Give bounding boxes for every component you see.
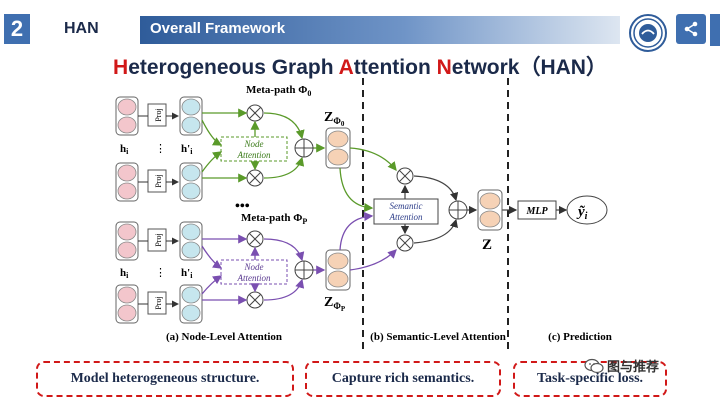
- svg-text:MLP: MLP: [525, 206, 548, 217]
- section-number: 2: [4, 14, 30, 44]
- svg-text:•••: •••: [235, 199, 250, 214]
- node-attention-box-top: [220, 136, 288, 162]
- proj-box: [147, 169, 167, 193]
- side-tab: [710, 14, 720, 46]
- share-icon: [684, 21, 698, 37]
- multiply-op: [396, 167, 414, 185]
- svg-text:Node: Node: [244, 262, 264, 272]
- slide-title: Heterogeneous Graph Attention Network（HA…: [113, 56, 607, 79]
- multiply-op: [246, 291, 264, 309]
- node-hi-top-1: [115, 96, 139, 136]
- header-banner: [140, 16, 620, 44]
- callout-model-structure: Model heterogeneous structure.: [36, 361, 294, 397]
- label-h-i: hi: [120, 143, 129, 156]
- logo-emblem-icon: [629, 14, 667, 52]
- svg-text:⋮: ⋮: [155, 143, 166, 155]
- multiply-op: [246, 104, 264, 122]
- node-hi-bottom-2: [115, 284, 139, 324]
- node-attention-box-bottom: [220, 259, 288, 285]
- svg-text:Proj: Proj: [154, 174, 163, 187]
- label-z-phi0: ZΦ0: [324, 110, 345, 128]
- banner-title: Overall Framework: [150, 20, 286, 37]
- caption-semantic-level: (b) Semantic-Level Attention: [370, 331, 506, 343]
- multiply-op: [246, 169, 264, 187]
- add-op: [448, 200, 468, 220]
- share-button[interactable]: [676, 14, 706, 44]
- svg-text:Proj: Proj: [154, 296, 163, 309]
- node-hi-bottom-1: [115, 221, 139, 261]
- svg-text:Proj: Proj: [154, 108, 163, 121]
- watermark: 图与推荐: [584, 356, 659, 375]
- node-z-phi0: [325, 127, 351, 169]
- node-hprime-bottom-1: [179, 221, 203, 261]
- caption-node-level: (a) Node-Level Attention: [166, 331, 282, 343]
- label-y-i: ỹi: [576, 204, 588, 222]
- multiply-op: [396, 234, 414, 252]
- callout-capture-semantics: Capture rich semantics.: [305, 361, 501, 397]
- svg-text:hi: hi: [120, 267, 129, 280]
- proj-box: [147, 228, 167, 252]
- section-label: HAN: [64, 20, 99, 37]
- node-hprime-bottom-2: [179, 284, 203, 324]
- node-hprime-top-2: [179, 162, 203, 202]
- label-h-prime: h'i: [181, 143, 193, 156]
- svg-text:Node: Node: [244, 139, 264, 149]
- svg-text:Proj: Proj: [154, 233, 163, 246]
- node-hi-top-2: [115, 162, 139, 202]
- caption-prediction: (c) Prediction: [548, 331, 612, 343]
- node-z-phip: [325, 249, 351, 291]
- svg-text:Semantic: Semantic: [390, 201, 423, 211]
- proj-box: [147, 103, 167, 127]
- svg-text:Z: Z: [482, 237, 492, 253]
- multiply-op: [246, 230, 264, 248]
- svg-text:Attention: Attention: [389, 212, 423, 222]
- add-op: [294, 138, 314, 158]
- proj-box: [147, 291, 167, 315]
- add-op: [294, 260, 314, 280]
- metapath-bottom-label: Meta-path ΦP: [241, 212, 307, 226]
- semantic-attention-box: [373, 198, 439, 225]
- output-node: [566, 195, 608, 225]
- watermark-text: 图与推荐: [607, 360, 660, 375]
- mlp-box: [517, 200, 557, 220]
- wechat-icon: [584, 358, 604, 373]
- metapath-top-label: Meta-path Φ0: [246, 84, 311, 98]
- node-hprime-top-1: [179, 96, 203, 136]
- node-z-final: [477, 189, 503, 231]
- svg-text:⋮: ⋮: [155, 267, 166, 279]
- svg-text:h'i: h'i: [181, 267, 193, 280]
- svg-text:Attention: Attention: [237, 273, 271, 283]
- label-z-phip: ZΦP: [324, 295, 346, 313]
- svg-text:Attention: Attention: [237, 150, 271, 160]
